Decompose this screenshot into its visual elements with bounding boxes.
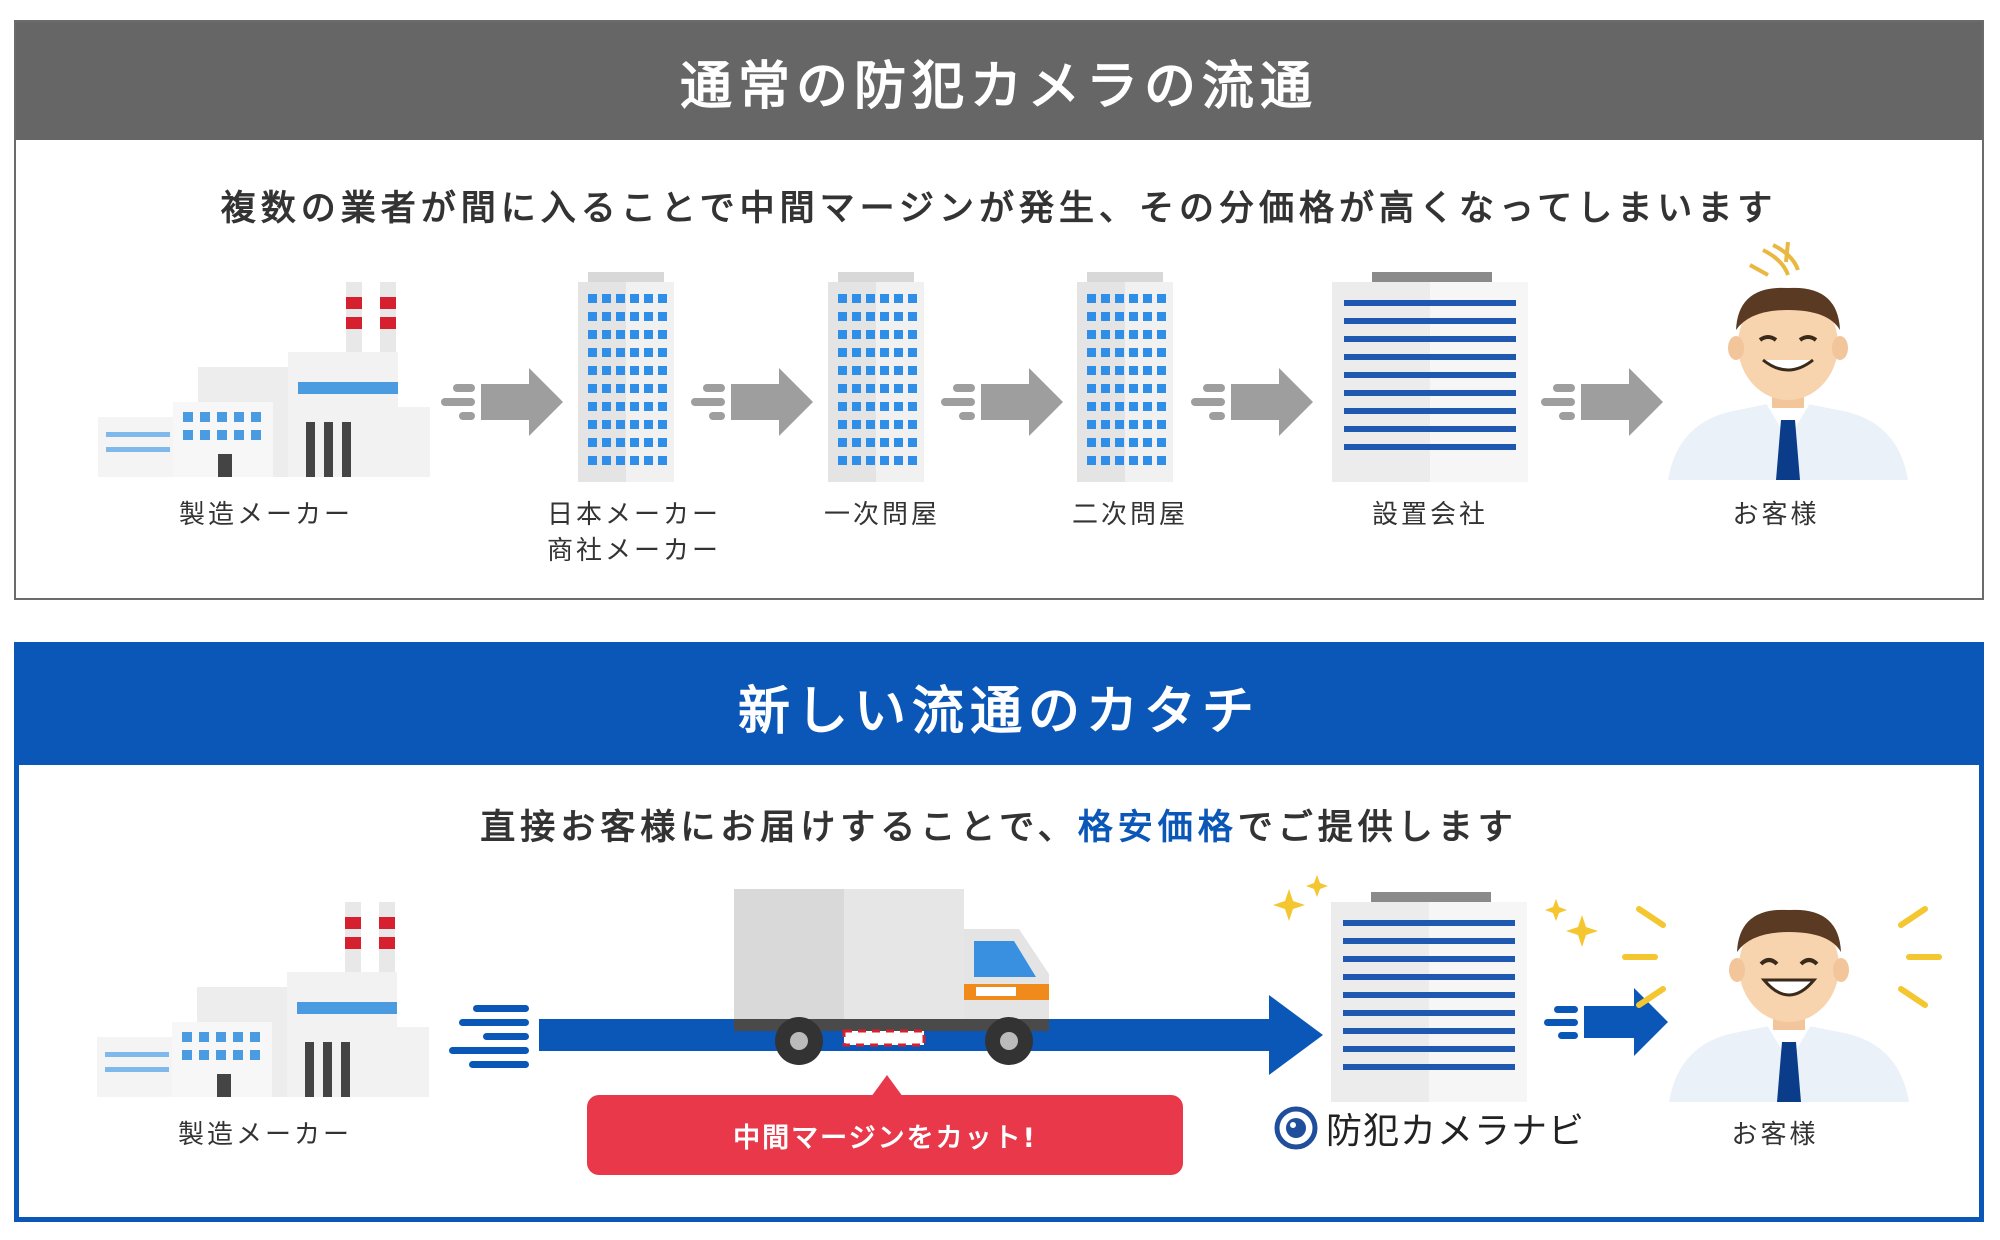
step-label: お客様 (1731, 1120, 1819, 1150)
subtitle-accent: 格安価格 (1077, 807, 1238, 848)
sparkle-icon (1545, 899, 1598, 947)
flow-arrow-icon (1541, 368, 1663, 436)
factory-icon (97, 902, 429, 1097)
cut-margin-badge: 中間マージンをカット! (587, 1095, 1183, 1175)
flow-arrow-icon (941, 368, 1063, 436)
subtitle-text: 直接お客様にお届けすることで、 (480, 807, 1078, 848)
new-distribution-panel: 新しい流通のカタチ 直接お客様にお届けすることで、格安価格でご提供します 中間マ… (14, 642, 1984, 1222)
old-flow-subtitle: 複数の業者が間に入ることで中間マージンが発生、その分価格が高くなってしまいます (220, 188, 1778, 229)
sparkle-icon (1273, 875, 1328, 921)
step-label: 一次問屋 (823, 500, 941, 530)
step-label-line2: 商社メーカー (546, 536, 722, 566)
flow-arrow-icon (1191, 368, 1313, 436)
happy-customer-icon (1669, 909, 1909, 1102)
step-label: 製造メーカー (177, 1120, 353, 1150)
office-building-icon (1331, 892, 1527, 1102)
badge-pointer (871, 1075, 903, 1097)
step-label: 日本メーカー 商社メーカー (547, 497, 721, 569)
old-flow-title: 通常の防犯カメラの流通 (16, 22, 1982, 140)
factory-icon (98, 282, 430, 477)
step-label: お客様 (1732, 500, 1820, 530)
step-label: 設置会社 (1371, 500, 1489, 530)
building-icon (828, 272, 924, 482)
step-label: 二次問屋 (1071, 500, 1189, 530)
camera-lens-icon (1274, 1106, 1318, 1150)
direct-delivery-arrow-icon (449, 995, 1323, 1075)
subtitle-text: でご提供します (1237, 807, 1518, 848)
step-label: 製造メーカー (178, 500, 354, 530)
truck-icon (734, 889, 1049, 1065)
new-flow-title: 新しい流通のカタチ (19, 647, 1979, 765)
new-flow-subtitle: 直接お客様にお届けすることで、格安価格でご提供します (19, 799, 1979, 850)
step-label-line1: 日本メーカー (546, 500, 722, 530)
flow-arrow-icon (1544, 988, 1668, 1056)
building-icon (1077, 272, 1173, 482)
old-distribution-panel: 通常の防犯カメラの流通 複数の業者が間に入ることで中間マージンが発生、その分価格… (14, 20, 1984, 600)
building-icon (578, 272, 674, 482)
stressed-customer-icon (1668, 241, 1908, 480)
joy-lines-icon (1622, 906, 1942, 1008)
brand-logo: 防犯カメラナビ (1274, 1102, 1585, 1154)
office-building-icon (1332, 272, 1528, 482)
flow-arrow-icon (691, 368, 813, 436)
brand-name: 防犯カメラナビ (1326, 1111, 1586, 1152)
flow-arrow-icon (441, 368, 563, 436)
